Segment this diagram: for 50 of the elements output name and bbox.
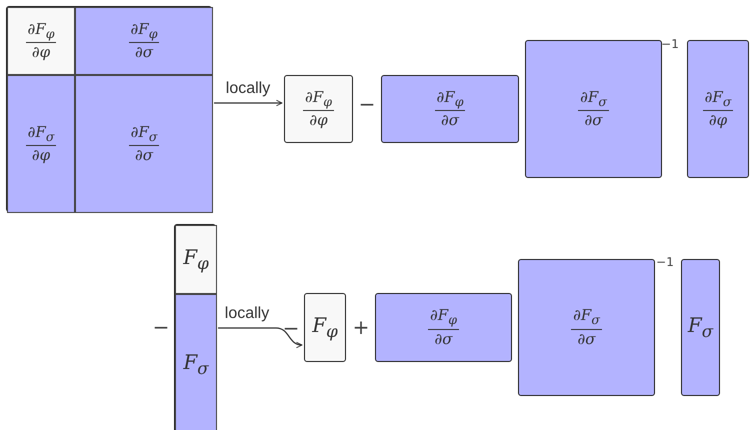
minus-sign: − bbox=[358, 92, 376, 116]
exponent: −1 bbox=[656, 255, 674, 269]
minus-sign: − bbox=[282, 316, 300, 340]
matrix-block bbox=[525, 40, 662, 178]
minus-sign: − bbox=[152, 315, 170, 339]
matrix-block bbox=[7, 75, 75, 213]
matrix-block bbox=[687, 40, 749, 178]
fraction-numerator: ∂F$_{σ}$ bbox=[26, 124, 56, 146]
fraction-denominator: ∂φ bbox=[708, 111, 728, 130]
block-matrix bbox=[6, 6, 212, 212]
fraction-numerator: ∂F$_{φ}$ bbox=[26, 20, 56, 44]
fraction-denominator: ∂φ bbox=[309, 111, 328, 130]
fraction-numerator: ∂F$_{σ}$ bbox=[571, 307, 602, 330]
matrix-block bbox=[175, 294, 217, 430]
fraction-numerator: ∂F$_{φ}$ bbox=[303, 88, 334, 112]
fraction-numerator: ∂F$_{σ}$ bbox=[702, 88, 734, 112]
fraction-numerator: ∂F$_{φ}$ bbox=[434, 88, 466, 112]
matrix-block bbox=[304, 293, 346, 362]
arrow bbox=[214, 100, 282, 106]
edge-label: locally bbox=[224, 305, 270, 323]
fraction-denominator: ∂σ bbox=[584, 111, 602, 130]
fraction-denominator: ∂σ bbox=[135, 43, 153, 62]
fraction-numerator: ∂F$_{σ}$ bbox=[578, 88, 609, 112]
matrix-block bbox=[75, 7, 213, 75]
edge-label: locally bbox=[224, 80, 272, 98]
math-term: F$_{φ}$ bbox=[183, 246, 209, 274]
block-matrix bbox=[174, 224, 216, 430]
exponent: −1 bbox=[661, 37, 679, 51]
matrix-block bbox=[7, 7, 75, 75]
fraction-numerator: ∂F$_{φ}$ bbox=[428, 307, 459, 330]
fraction-numerator: ∂F$_{σ}$ bbox=[128, 124, 160, 146]
math-term: F$_{σ}$ bbox=[183, 350, 209, 378]
matrix-block bbox=[75, 75, 213, 213]
fraction-denominator: ∂σ bbox=[135, 146, 153, 164]
matrix-block bbox=[375, 293, 512, 362]
matrix-block bbox=[284, 75, 353, 143]
plus-sign: + bbox=[352, 315, 370, 339]
fraction-denominator: ∂φ bbox=[32, 43, 50, 62]
fraction-denominator: ∂σ bbox=[434, 330, 452, 348]
fraction-denominator: ∂φ bbox=[32, 146, 50, 164]
fraction-denominator: ∂σ bbox=[578, 330, 596, 348]
matrix-block bbox=[681, 259, 720, 396]
math-term: F$_{σ}$ bbox=[688, 314, 714, 342]
fraction-numerator: ∂F$_{φ}$ bbox=[128, 20, 160, 44]
matrix-block bbox=[518, 259, 655, 396]
fraction-denominator: ∂σ bbox=[441, 111, 459, 130]
matrix-block bbox=[381, 75, 519, 143]
arrow bbox=[218, 327, 302, 348]
matrix-block bbox=[175, 225, 217, 294]
math-term: F$_{φ}$ bbox=[312, 314, 338, 342]
